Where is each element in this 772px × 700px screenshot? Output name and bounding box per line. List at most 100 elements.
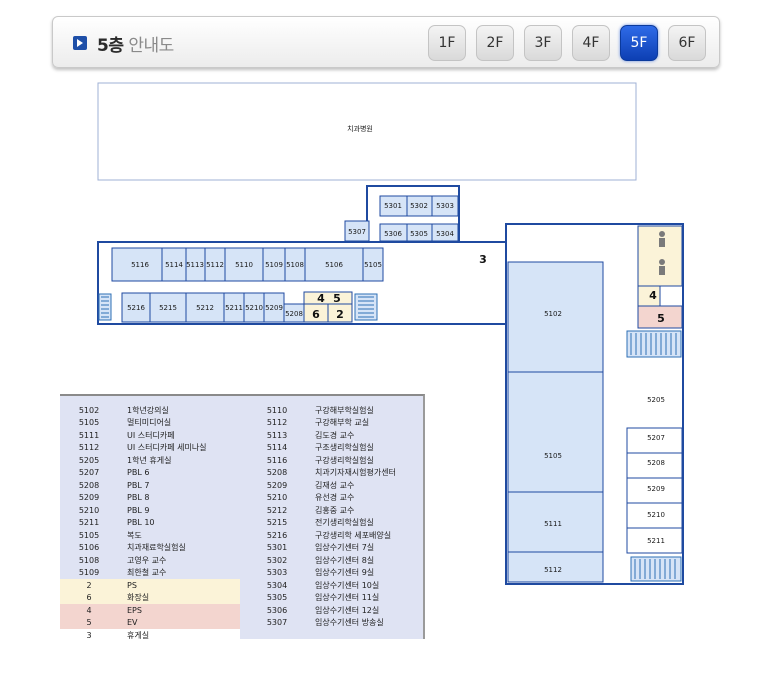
label-toilet-6: 6 — [312, 308, 320, 321]
label-5209: 5209 — [265, 304, 283, 312]
legend-code: 5302 — [266, 555, 288, 565]
label-5205: 5205 — [647, 396, 665, 404]
label-5111: 5111 — [544, 520, 562, 528]
legend-room-name: 임상수기센터 8실 — [315, 555, 375, 565]
ps-2 — [327, 303, 353, 323]
legend-room-name: 유선경 교수 — [315, 493, 355, 503]
floor-title: 5층 — [97, 36, 124, 56]
legend-room-name: 김재성 교수 — [315, 480, 355, 490]
label-5210: 5210 — [245, 304, 263, 312]
room-5105 — [362, 247, 384, 282]
arrow-right-icon — [73, 36, 87, 50]
label-5207: 5207 — [647, 434, 665, 442]
room-5216 — [121, 292, 151, 323]
room-5212 — [185, 292, 225, 323]
legend-row: 5205 1학년 휴게실 — [60, 454, 240, 467]
label-eps-east: 4 — [649, 289, 657, 302]
label-ps-2: 2 — [336, 308, 344, 321]
legend-room-name: EV — [127, 618, 138, 628]
legend-code: 5301 — [266, 543, 288, 553]
hospital-label: 치과병원 — [347, 124, 373, 133]
room-5112-east — [507, 551, 604, 583]
label-5302: 5302 — [410, 202, 428, 210]
label-5112: 5112 — [206, 261, 224, 269]
legend-code: 5102 — [78, 405, 100, 415]
floor-button-5f[interactable]: 5F — [620, 25, 658, 61]
legend-room-name: PBL 9 — [127, 505, 150, 515]
floor-button-6f[interactable]: 6F — [668, 25, 706, 61]
legend-room-name: 임상수기센터 방송실 — [315, 618, 384, 628]
floor-button-2f[interactable]: 2F — [476, 25, 514, 61]
label-lounge-3: 3 — [479, 253, 487, 266]
legend-code: 5210 — [78, 505, 100, 515]
legend-room-name: 1학년 휴게실 — [127, 455, 172, 465]
legend-room-name: UI 스터디카페 세미나실 — [127, 443, 207, 453]
legend-code: 5215 — [266, 518, 288, 528]
legend-code: 5116 — [266, 455, 288, 465]
legend-row: 5216 구강생리학 세포배양실 — [248, 529, 423, 542]
legend-row: 5302 임상수기센터 8실 — [248, 554, 423, 567]
legend-code: 5112 — [78, 443, 100, 453]
legend-room-name: 구강해부학 교실 — [315, 418, 370, 428]
room-5209-east — [626, 477, 683, 504]
label-5208-east: 5208 — [647, 459, 665, 467]
legend-room-name: 휴게실 — [127, 630, 150, 640]
label-eps-4: 4 — [317, 292, 325, 305]
legend-row: 5210 PBL 9 — [60, 504, 240, 517]
legend-room-name: UI 스터디카페 — [127, 430, 175, 440]
label-5108: 5108 — [286, 261, 304, 269]
label-5106: 5106 — [325, 261, 343, 269]
label-5105-east: 5105 — [544, 452, 562, 460]
legend-room-name: 최한철 교수 — [127, 568, 167, 578]
label-5209-east: 5209 — [647, 485, 665, 493]
legend-room-name: 임상수기센터 11실 — [315, 593, 380, 603]
label-5109: 5109 — [265, 261, 283, 269]
legend-room-name: 구강생리학 세포배양실 — [315, 530, 392, 540]
room-5210-east — [626, 502, 683, 529]
legend-code: 5211 — [78, 518, 100, 528]
legend-room-name: 복도 — [127, 530, 142, 540]
label-ev-east: 5 — [657, 312, 665, 325]
legend-code: 6 — [86, 593, 92, 603]
label-5113: 5113 — [186, 261, 204, 269]
legend-code: 5306 — [266, 605, 288, 615]
legend-room-name: PBL 8 — [127, 493, 150, 503]
room-5208-east — [626, 452, 683, 479]
legend-room-name: 임상수기센터 12실 — [315, 605, 380, 615]
label-5301: 5301 — [384, 202, 402, 210]
floor-button-4f[interactable]: 4F — [572, 25, 610, 61]
legend-code: 5208 — [78, 480, 100, 490]
legend-code: 3 — [86, 630, 92, 640]
legend-code: 5216 — [266, 530, 288, 540]
floor-button-3f[interactable]: 3F — [524, 25, 562, 61]
legend-code: 5303 — [266, 568, 288, 578]
label-5212: 5212 — [196, 304, 214, 312]
legend-room-name: 김홍중 교수 — [315, 505, 355, 515]
label-5208: 5208 — [285, 310, 303, 318]
stairs-center-icon — [354, 293, 378, 321]
legend-code: 5205 — [78, 455, 100, 465]
legend-code: 5210 — [266, 493, 288, 503]
core-upper — [303, 291, 353, 305]
legend-code: 2 — [86, 580, 92, 590]
legend-code: 5108 — [78, 555, 100, 565]
label-5112-east: 5112 — [544, 566, 562, 574]
legend-row: 5306 임상수기센터 12실 — [248, 604, 423, 617]
floor-button-1f[interactable]: 1F — [428, 25, 466, 61]
